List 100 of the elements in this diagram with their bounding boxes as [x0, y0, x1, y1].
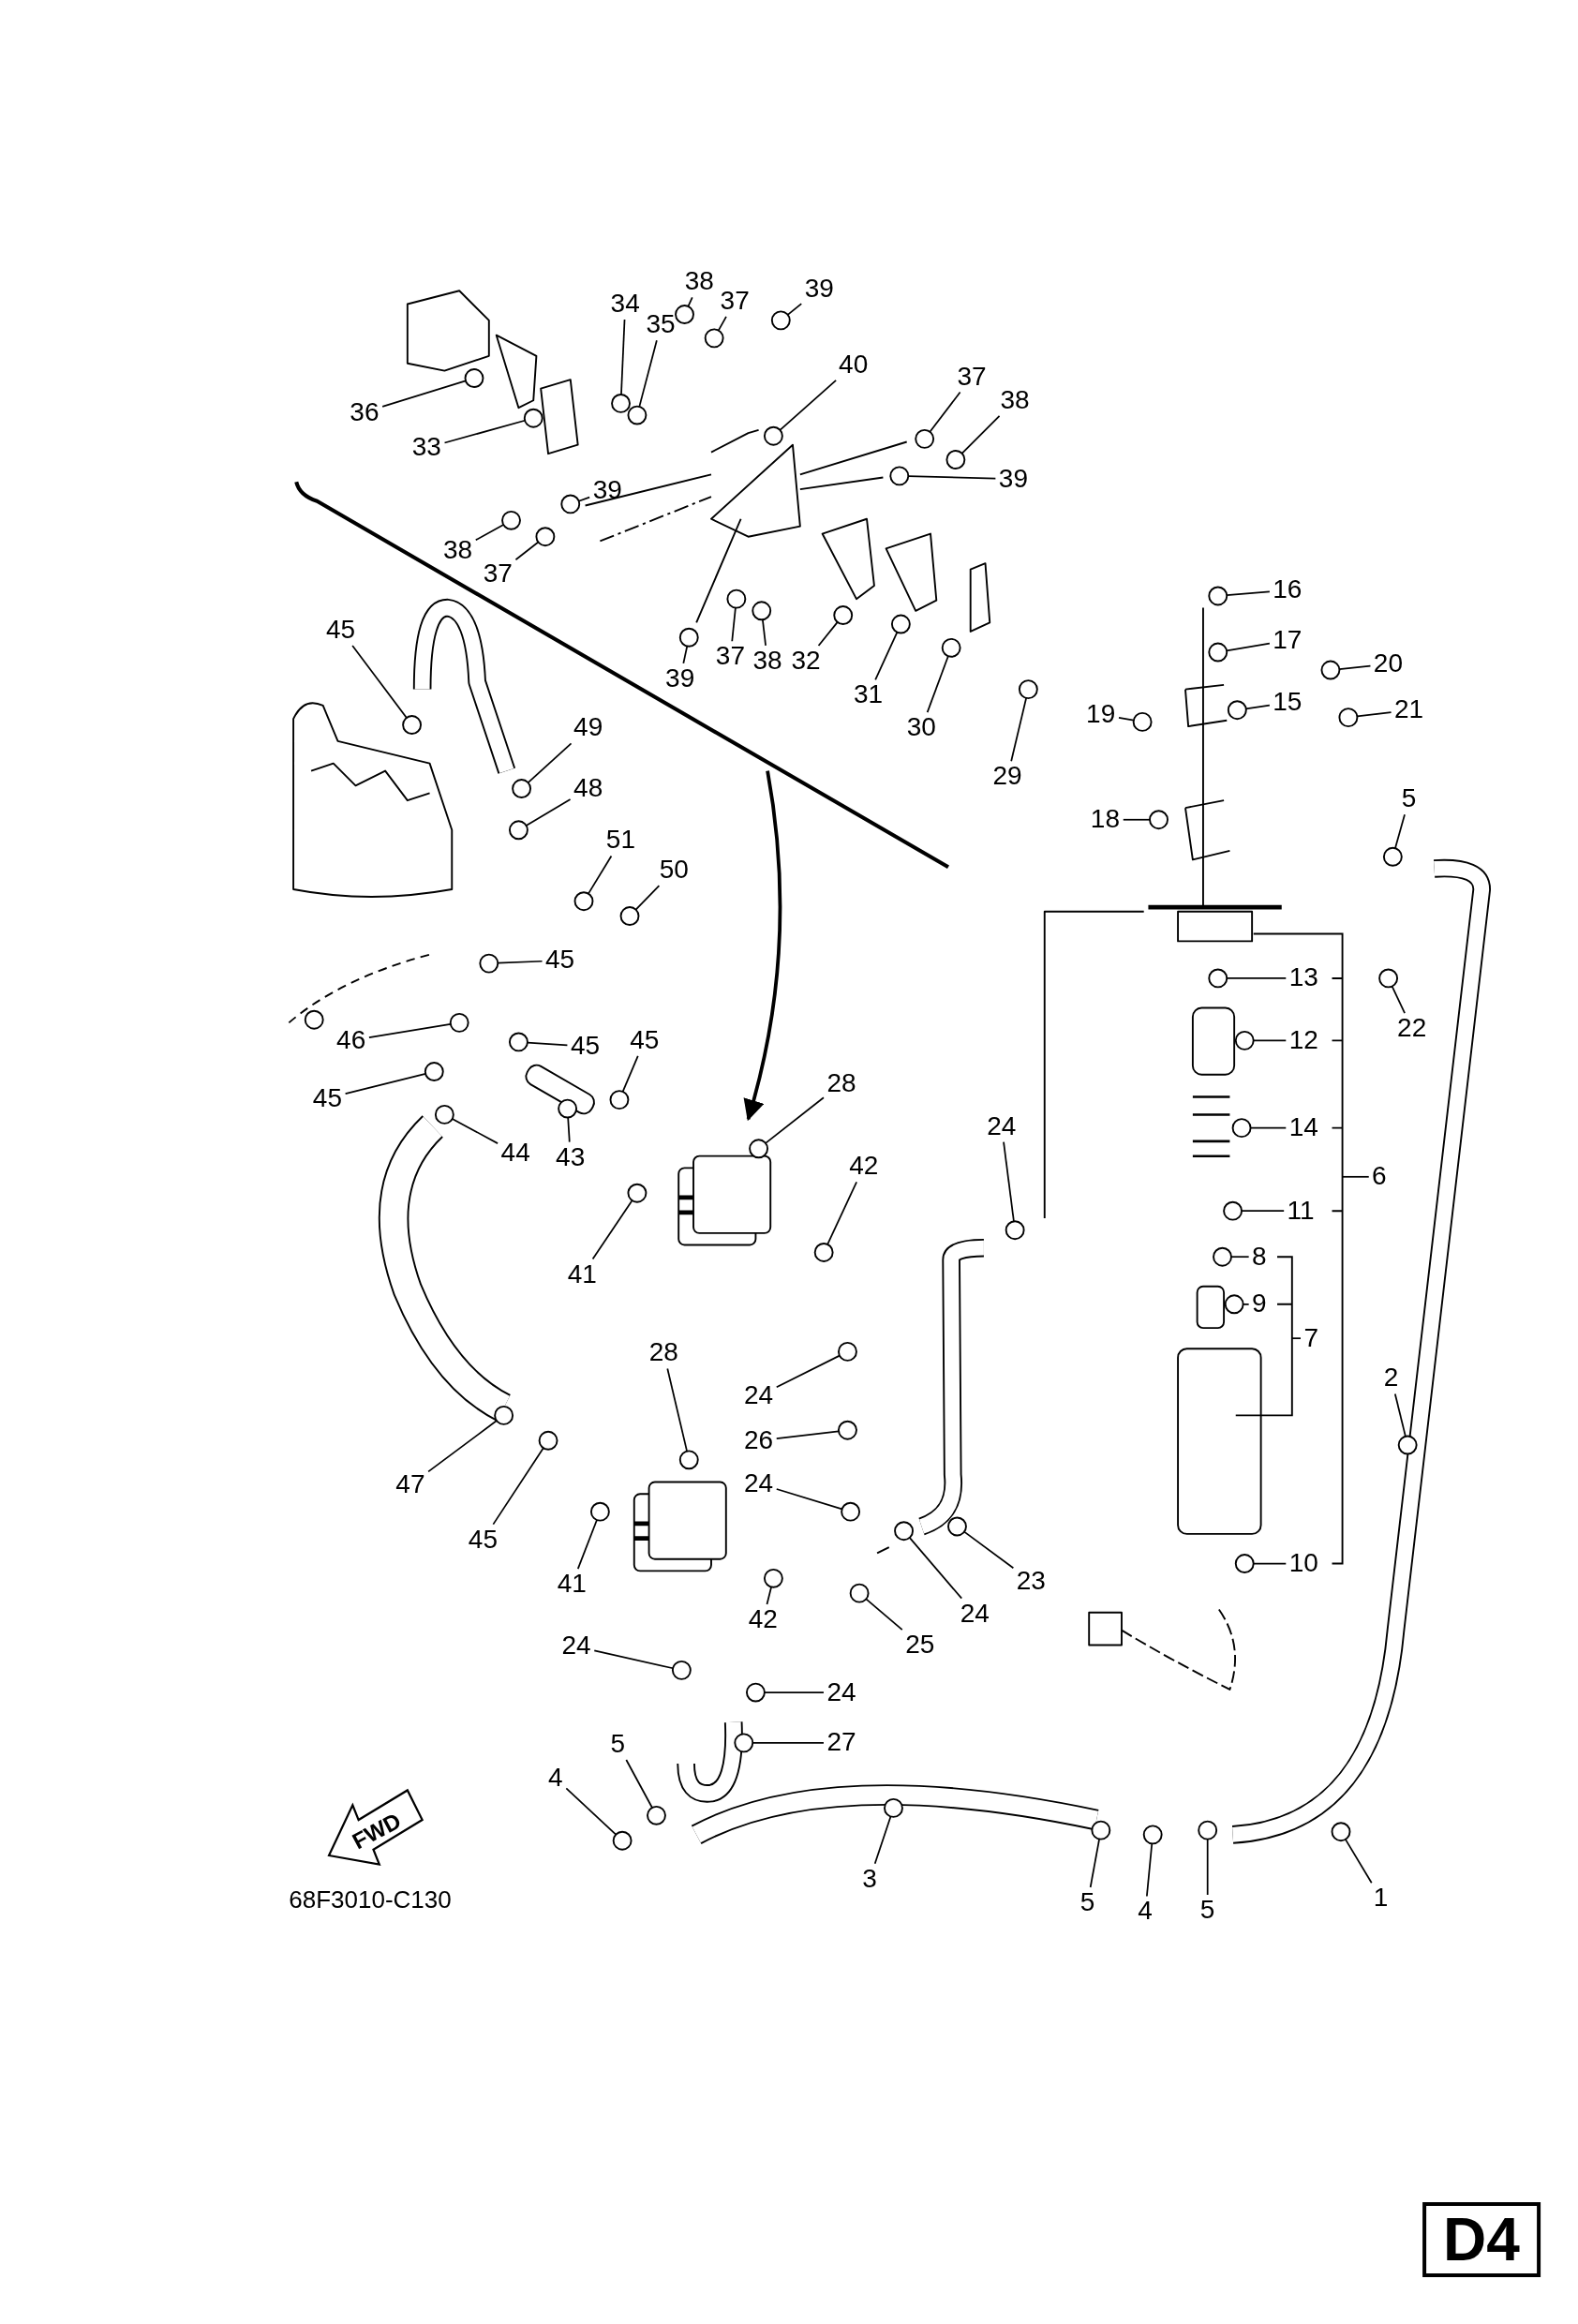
callout-number: 38	[440, 535, 475, 564]
part-circle	[535, 527, 556, 547]
callout-number: 37	[481, 559, 514, 588]
callout-number: 12	[1287, 1025, 1320, 1054]
part-circle	[1331, 1822, 1351, 1842]
leader-line	[634, 885, 661, 911]
callout-number: 38	[751, 647, 784, 676]
callout-number: 50	[657, 856, 691, 885]
callout-number: 24	[958, 1599, 991, 1628]
callout-number: 28	[825, 1068, 858, 1097]
leader-line	[775, 1354, 841, 1389]
leader-line	[926, 655, 949, 713]
callout-number: 39	[590, 476, 624, 505]
leader-line	[625, 1759, 653, 1809]
part-circle	[573, 891, 594, 912]
leader-line	[1146, 1842, 1154, 1898]
leader-line	[351, 645, 408, 719]
part-circle	[434, 1104, 454, 1125]
leader-line	[344, 1073, 426, 1095]
callout-number: 24	[741, 1468, 776, 1497]
part-circle	[704, 328, 724, 349]
leader-line	[779, 380, 837, 431]
leader-line	[764, 1691, 825, 1693]
callout-number: 21	[1392, 695, 1426, 724]
part-circle	[560, 494, 581, 514]
leader-line	[666, 1367, 688, 1452]
leader-line	[873, 1815, 892, 1865]
callout-number: 34	[608, 290, 642, 319]
part-circle	[1223, 1200, 1243, 1221]
part-circle	[611, 394, 631, 413]
part-circle	[675, 305, 694, 324]
leader-line	[514, 541, 540, 561]
callout-number: 24	[985, 1111, 1019, 1140]
leader-line	[1230, 1256, 1250, 1259]
part-circle	[612, 1830, 633, 1851]
callout-number: 15	[1271, 688, 1304, 717]
leader-line	[591, 1199, 633, 1260]
leader-line	[1391, 985, 1406, 1014]
callout-number: 39	[996, 464, 1030, 493]
leader-line	[1010, 696, 1028, 763]
part-circle	[841, 1501, 861, 1522]
leader-line	[1226, 642, 1271, 652]
leader-line	[908, 1537, 963, 1600]
part-circle	[1091, 1820, 1111, 1840]
leader-line	[775, 1430, 840, 1439]
callout-number: 16	[1271, 575, 1304, 604]
leader-line	[929, 391, 961, 433]
leader-line	[567, 1116, 571, 1143]
part-circle	[770, 310, 791, 331]
callout-number: 37	[713, 642, 747, 671]
part-circle	[609, 1090, 630, 1110]
part-circle	[945, 450, 966, 469]
part-circle	[1208, 586, 1228, 606]
callout-number: 39	[802, 275, 836, 304]
leader-line	[588, 855, 613, 895]
leader-line	[786, 303, 803, 316]
callout-number: 11	[1285, 1196, 1317, 1225]
callout-number: 1	[1371, 1884, 1391, 1913]
part-circle	[479, 953, 499, 974]
callout-number: 5	[1078, 1888, 1097, 1916]
callout-number: 51	[603, 826, 637, 855]
callout-number: 49	[572, 713, 605, 742]
part-circle	[501, 510, 521, 530]
callout-number: 38	[998, 385, 1032, 414]
part-circle	[763, 1568, 783, 1588]
leader-line	[527, 742, 573, 783]
part-circle	[726, 588, 747, 609]
part-circle	[1208, 642, 1228, 663]
part-circle	[1142, 1825, 1163, 1845]
leader-line	[960, 414, 1001, 454]
part-circle	[558, 1098, 578, 1119]
part-circle	[1234, 1554, 1255, 1573]
part-circle	[1397, 1435, 1418, 1455]
part-circle	[678, 1450, 699, 1470]
part-circle	[813, 1243, 834, 1262]
leader-line	[762, 618, 767, 647]
leader-line	[766, 1586, 772, 1605]
leader-line	[775, 1488, 843, 1511]
leader-line	[687, 296, 693, 307]
part-circle	[449, 1012, 469, 1033]
callout-number: 13	[1287, 963, 1320, 992]
leader-line	[497, 960, 543, 964]
callout-number: 25	[903, 1630, 937, 1659]
callout-number: 48	[572, 774, 605, 803]
part-circle	[1208, 968, 1228, 989]
leader-line	[427, 1420, 498, 1473]
callout-number: 47	[394, 1470, 427, 1499]
callout-number: 14	[1287, 1113, 1320, 1142]
part-circle	[889, 466, 910, 486]
part-circle	[947, 1516, 967, 1537]
callout-number: 45	[310, 1083, 344, 1112]
leader-line	[474, 524, 505, 542]
callout-number: 43	[554, 1142, 588, 1171]
leader-line	[577, 496, 590, 502]
part-circle	[1224, 1294, 1244, 1315]
callout-number: 18	[1088, 805, 1122, 834]
leader-line	[1206, 1838, 1209, 1896]
callout-number: 45	[543, 946, 577, 975]
leader-line	[565, 1787, 618, 1836]
part-circle	[833, 605, 854, 625]
